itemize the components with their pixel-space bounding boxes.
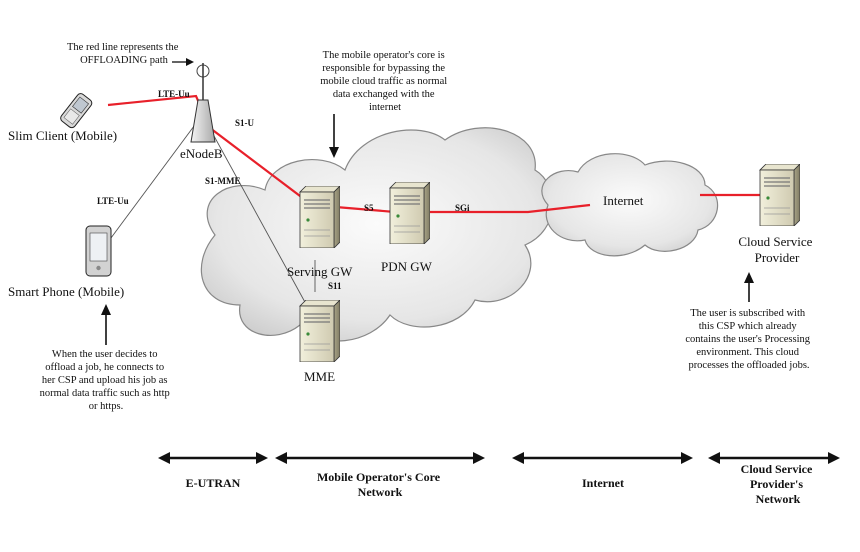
note-csp-arrow — [744, 272, 754, 302]
smart-phone-icon — [85, 225, 112, 277]
segment-label-internet: Internet — [582, 476, 624, 490]
segment-label-eutran: E-UTRAN — [186, 476, 241, 490]
segment-label-csp: Cloud Service Provider's Network — [741, 462, 816, 506]
mme-label: MME — [304, 369, 335, 384]
csp-server-icon — [759, 164, 800, 226]
enodeb-label: eNodeB — [180, 146, 223, 161]
segment-label-core: Mobile Operator's Core Network — [317, 470, 443, 499]
enodeb-icon — [190, 63, 216, 143]
link-s1-mme — [207, 124, 313, 316]
internet-cloud — [541, 153, 719, 257]
link-label-s5: S5 — [364, 203, 374, 213]
note-offload-pointer — [172, 58, 194, 66]
link-label-lte-uu-2: LTE-Uu — [97, 196, 129, 206]
mme-server-icon — [299, 300, 340, 362]
note-user-offload: When the user decides to offload a job, … — [40, 349, 173, 412]
note-csp: The user is subscribed with this CSP whi… — [685, 308, 812, 371]
thin-links — [107, 117, 316, 316]
link-lte-uu-smartphone — [107, 117, 201, 243]
note-offload-line: The red line represents the OFFLOADING p… — [67, 42, 181, 66]
link-label-lte-uu-1: LTE-Uu — [158, 89, 190, 99]
internet-label: Internet — [603, 193, 644, 208]
segment-arrows — [158, 452, 840, 464]
slim-client-label: Slim Client (Mobile) — [8, 128, 117, 143]
pdn-gw-label: PDN GW — [381, 259, 433, 274]
slim-client-icon — [60, 93, 93, 129]
pdn-gw-server-icon — [389, 182, 430, 244]
core-network-cloud — [200, 127, 554, 342]
link-label-s1mme: S1-MME — [205, 176, 241, 186]
note-user-offload-arrow — [101, 304, 111, 345]
link-label-s1u: S1-U — [235, 118, 255, 128]
link-label-sgi: SGi — [455, 203, 470, 213]
serving-gw-label: Serving GW — [287, 264, 353, 279]
note-core-arrow — [329, 114, 339, 158]
csp-label: Cloud Service Provider — [738, 234, 815, 265]
smart-phone-label: Smart Phone (Mobile) — [8, 284, 124, 299]
serving-gw-server-icon — [299, 186, 340, 248]
link-label-s11: S11 — [328, 281, 342, 291]
note-core: The mobile operator's core is responsibl… — [320, 50, 450, 113]
